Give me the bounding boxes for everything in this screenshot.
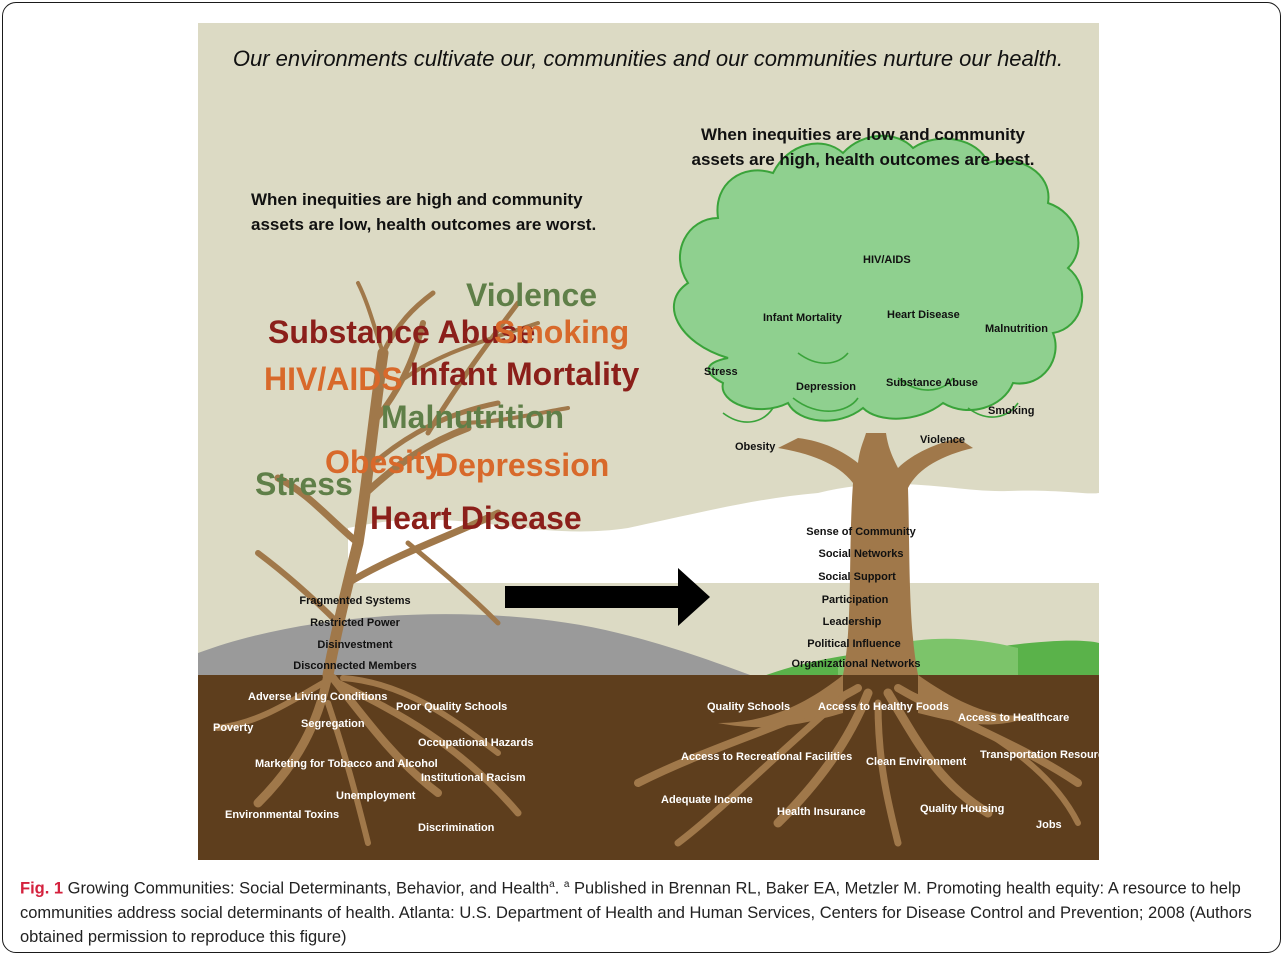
left-trunk-label: Restricted Power [310,617,401,629]
outcome-obesity: Obesity [325,444,443,480]
left-trunk-label: Disinvestment [317,639,393,651]
left-heading-line1: When inequities are high and community [251,190,583,209]
left-root-label: Unemployment [336,790,416,802]
bare-tree-roots [215,670,522,846]
outcome-hiv-aids: HIV/AIDS [264,361,403,397]
right-root-label: Access to Healthy Foods [818,701,949,713]
canopy-label: Malnutrition [985,323,1048,335]
left-root-label: Marketing for Tobacco and Alcohol [255,758,438,770]
right-root-label: Transportation Resources [980,749,1099,761]
caption-footnote-mark: a [549,879,555,890]
left-root-label: Poverty [213,722,254,734]
right-trunk-label: Sense of Community [806,526,916,538]
right-root-label: Adequate Income [661,794,753,806]
right-root-label: Clean Environment [866,756,967,768]
canopy-label: HIV/AIDS [863,254,911,266]
right-trunk-label: Participation [822,594,889,606]
right-trunk-label: Organizational Networks [792,658,921,670]
figure-title: Our environments cultivate our, communit… [233,46,1063,71]
bare-tree [255,281,570,681]
left-root-label: Environmental Toxins [225,809,339,821]
canopy-label: Depression [796,381,856,393]
right-trunk-label: Social Support [818,571,896,583]
canopy-label: Obesity [735,441,776,453]
right-heading-line1: When inequities are low and community [701,125,1026,144]
outcome-smoking: Smoking [494,314,629,350]
left-trunk-label: Disconnected Members [293,660,416,672]
left-root-label: Poor Quality Schools [396,701,507,713]
canopy-folds [722,352,1019,423]
right-trunk-label: Leadership [823,616,882,628]
figure-caption: Fig. 1 Growing Communities: Social Deter… [20,873,1265,949]
canopy-label: Infant Mortality [763,312,843,324]
outcome-malnutrition: Malnutrition [381,399,564,435]
right-root-label: Access to Healthcare [958,712,1069,724]
outcome-violence: Violence [466,277,597,313]
left-heading-line2: assets are low, health outcomes are wors… [251,215,596,234]
caption-text: Growing Communities: Social Determinants… [63,879,550,898]
outcome-depression: Depression [435,447,609,483]
outcome-infant-mortality: Infant Mortality [410,356,640,392]
cloud-band [348,484,1099,583]
canopy [672,134,1084,422]
figure-panel: Our environments cultivate our, communit… [198,23,1099,860]
outcome-stress: Stress [255,466,353,502]
left-root-label: Adverse Living Conditions [248,691,387,703]
right-trunk-label: Political Influence [807,638,901,650]
left-root-label: Discrimination [418,822,495,834]
right-root-label: Jobs [1036,819,1062,831]
right-root-label: Quality Housing [920,803,1004,815]
canopy-label: Heart Disease [887,309,960,321]
left-root-label: Institutional Racism [421,772,526,784]
caption-footnote-mark: a [563,879,570,890]
right-root-label: Quality Schools [707,701,790,713]
canopy-label: Stress [704,366,738,378]
canopy-label: Smoking [988,405,1034,417]
left-root-label: Segregation [301,718,365,730]
right-root-label: Health Insurance [777,806,866,818]
outcome-substance-abuse: Substance Abuse [268,314,535,350]
canopy-label: Substance Abuse [886,377,978,389]
right-root-label: Access to Recreational Facilities [681,751,852,763]
canopy-label: Violence [920,434,965,446]
left-trunk-label: Fragmented Systems [299,595,410,607]
right-trunk-label: Social Networks [819,548,904,560]
healthy-tree [634,433,1082,847]
left-root-label: Occupational Hazards [418,737,534,749]
caption-text: . [554,879,564,898]
caption-text: Published in Brennan RL, Baker EA, Metzl… [20,879,1252,946]
outcome-heart-disease: Heart Disease [370,500,582,536]
right-heading-line2: assets are high, health outcomes are bes… [692,150,1035,169]
transition-arrow [505,568,710,626]
caption-label: Fig. 1 [20,879,64,898]
